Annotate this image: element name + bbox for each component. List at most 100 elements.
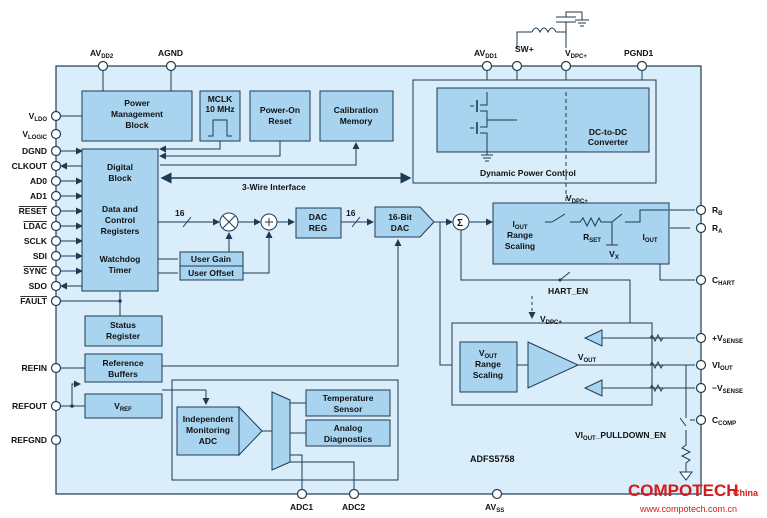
power-on-reset-block [249, 90, 311, 142]
refbuf-label-2: Buffers [108, 369, 138, 379]
sense-wires [578, 333, 695, 481]
bus-width-label-1: 16 [175, 208, 185, 218]
power-management-label-2: Management [111, 109, 163, 119]
por-label-1: Power-On [260, 105, 300, 115]
power-management-label-1: Power [124, 98, 150, 108]
temperature-sensor-block [305, 389, 391, 417]
pin-fault [50, 295, 62, 307]
ref-to-dac-wire [162, 239, 402, 367]
iout-switch-network [545, 209, 668, 246]
pin-label-clkout: CLKOUT [12, 161, 48, 171]
watermark-brand: COMPOTECH [628, 481, 739, 500]
pin-vldo [50, 110, 62, 122]
pin-sync [50, 265, 62, 277]
external-inductor [516, 11, 589, 48]
pulldown-label: VIOUT_PULLDOWN_EN [575, 430, 666, 442]
status-label-2: Register [106, 331, 141, 341]
status-label-1: Status [110, 320, 136, 330]
dc-to-dc-label-1: DC-to-DC [589, 127, 627, 137]
iout-range-label-2: Range [507, 230, 533, 240]
pin-refin [50, 362, 62, 374]
vout-range-label-3: Scaling [473, 370, 503, 380]
vout-range-scaling-block [459, 341, 518, 393]
digital-label-3: Data and [102, 204, 138, 214]
pin-avss [491, 488, 503, 500]
pin-label-vldo: VLDO [29, 111, 48, 123]
pin-label-sync: SYNC [23, 266, 47, 276]
monitoring-adc-block [176, 406, 240, 456]
digital-label-4: Control [105, 215, 135, 225]
pin-label-adc1: ADC1 [290, 502, 313, 512]
diag-label-1: Analog [334, 423, 363, 433]
cal-mem-label-1: Calibration [334, 105, 378, 115]
pin-label-sclk: SCLK [24, 236, 48, 246]
pin-dgnd [50, 145, 62, 157]
analog-diagnostics-block [305, 419, 391, 447]
pin-label-sw-plus: SW+ [515, 44, 534, 54]
pin-label-chart: CHART [712, 275, 735, 287]
pin-label-refgnd: REFGND [11, 435, 47, 445]
pin-ra [695, 222, 707, 234]
pin-label-refout: REFOUT [12, 401, 48, 411]
vx-label: VX [609, 249, 619, 261]
pin-ad0 [50, 175, 62, 187]
pin-rb [695, 204, 707, 216]
dc-to-dc-label-2: Converter [588, 137, 629, 147]
power-switch-transistors [470, 92, 517, 162]
chip-name: ADFS5758 [470, 454, 515, 464]
pin-clkout [50, 160, 62, 172]
pin-label-avdd2: AVDD2 [90, 48, 114, 60]
pin-pgnd1 [636, 60, 648, 72]
watermark-region: China [733, 488, 759, 498]
diag-label-2: Diagnostics [324, 434, 372, 444]
adc-label-1: Independent [183, 414, 234, 424]
pin-label-sdi: SDI [33, 251, 47, 261]
pin-vdpc-plus [560, 60, 572, 72]
sigma-glyph: Σ [457, 218, 463, 229]
pin-adc2 [348, 488, 360, 500]
dac-16bit-block [374, 206, 435, 238]
pin-label-ldac: LDAC [23, 221, 47, 231]
pin-label-dgnd: DGND [22, 146, 47, 156]
digital-label-1: Digital [107, 162, 133, 172]
pin-label-avss: AVSS [485, 502, 504, 514]
power-management-label-3: Block [125, 120, 148, 130]
bus-width-label-2: 16 [346, 208, 356, 218]
iout-range-label-1: IOUT [512, 219, 527, 231]
calibration-memory-block [319, 90, 394, 142]
pin-minus-vsense [695, 382, 707, 394]
user-offset-block [179, 265, 244, 281]
adc-mux-icon [271, 391, 291, 471]
vout-range-label-1: VOUT [479, 348, 498, 360]
pin-label-agnd: AGND [158, 48, 183, 58]
pin-reset [50, 205, 62, 217]
pin-label-vdpc-plus: VDPC+ [565, 48, 587, 60]
pin-label-adc2: ADC2 [342, 502, 365, 512]
iout-label: IOUT [642, 232, 657, 244]
pin-refgnd [50, 434, 62, 446]
rset-label: RSET [583, 232, 601, 244]
cal-mem-label-2: Memory [340, 116, 373, 126]
temp-label-1: Temperature [323, 393, 374, 403]
pin-refout [50, 400, 62, 412]
temp-label-2: Sensor [334, 404, 364, 414]
pin-sw-plus [511, 60, 523, 72]
dc-to-dc-converter-block [436, 87, 650, 153]
user-gain-label: User Gain [191, 254, 231, 264]
status-register-block [84, 315, 163, 347]
mclk-label-1: MCLK [208, 94, 233, 104]
three-wire-interface-label: 3-Wire Interface [242, 182, 306, 192]
pin-sdo [50, 280, 62, 292]
dac16-label-2: DAC [391, 223, 409, 233]
refbuf-label-1: Reference [102, 358, 143, 368]
pin-sclk [50, 235, 62, 247]
left-pins: VLDOVLOGICDGNDCLKOUTAD0AD1RESETLDACSCLKS… [11, 110, 83, 446]
vref-label: VREF [114, 401, 132, 413]
pin-label-fault: FAULT [20, 296, 48, 306]
vout-range-label-2: Range [475, 359, 501, 369]
pin-label-ad1: AD1 [30, 191, 47, 201]
vout-label: VOUT [578, 352, 597, 364]
pin-label-avdd1: AVDD1 [474, 48, 498, 60]
digital-block [81, 148, 159, 292]
